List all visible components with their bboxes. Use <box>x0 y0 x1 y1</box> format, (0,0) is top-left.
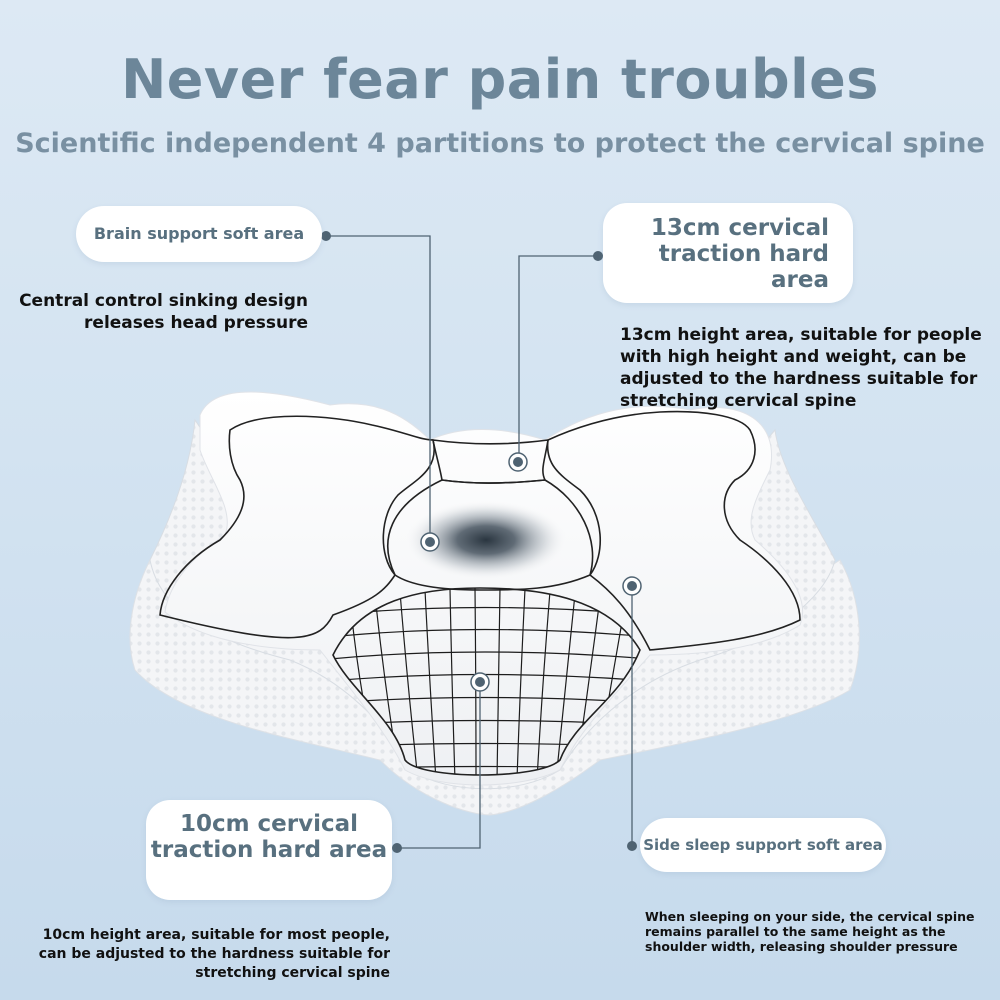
marker-dots <box>321 231 642 853</box>
marker-dot-icon <box>627 841 637 851</box>
center-sink-shading <box>404 500 568 580</box>
leader-lines <box>326 235 633 849</box>
low-traction-description: 10cm height area, suitable for most peop… <box>38 927 390 981</box>
marker-dot-icon <box>420 532 440 552</box>
marker-dot-icon <box>593 251 603 261</box>
page-subtitle: Scientific independent 4 partitions to p… <box>15 128 985 159</box>
side-sleep-label: Side sleep support soft area <box>640 818 886 872</box>
high-traction-label: 13cm cervical traction hard area <box>603 203 853 303</box>
marker-dot-icon <box>508 452 528 472</box>
page-title: Never fear pain troubles <box>121 48 879 111</box>
partition-outlines <box>159 410 801 776</box>
marker-dot-icon <box>470 672 490 692</box>
low-traction-label: 10cm cervical traction hard area <box>146 800 392 900</box>
side-sleep-description: When sleeping on your side, the cervical… <box>645 909 975 954</box>
marker-dot-icon <box>622 576 642 596</box>
high-traction-description: 13cm height area, suitable for people wi… <box>620 325 982 411</box>
marker-dot-icon <box>392 843 402 853</box>
brain-support-label: Brain support soft area <box>76 206 322 262</box>
marker-dot-icon <box>321 231 331 241</box>
pillow-body <box>129 391 860 816</box>
brain-support-description: Central control sinking design releases … <box>19 291 308 333</box>
